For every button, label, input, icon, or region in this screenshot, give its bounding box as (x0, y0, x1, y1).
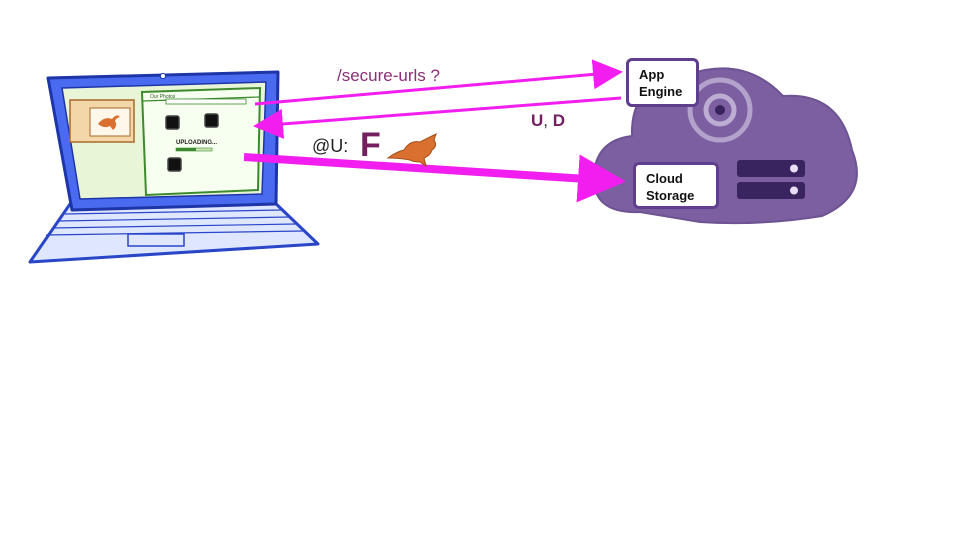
request-arrow (254, 59, 623, 106)
app-engine-label-line1: App (639, 67, 665, 82)
app-engine-label-line2: Engine (639, 84, 683, 99)
storage-server-icon (737, 160, 805, 199)
app-engine-box: App Engine (626, 58, 699, 107)
laptop-base (28, 198, 320, 264)
url-d-label: D (552, 111, 566, 130)
photo-slot-icon (204, 113, 219, 128)
laptop: Our Photos UPLOADING... (28, 70, 320, 264)
upload-label-prefix: @U: (312, 136, 349, 156)
photo-slot-icon (165, 115, 180, 130)
browser-title: Our Photos (150, 94, 176, 100)
upload-progress-fill (176, 148, 196, 151)
photo-slot-icon (167, 157, 182, 172)
cloud-storage-label-line1: Cloud (646, 171, 683, 186)
trackpad (127, 233, 185, 247)
response-label: U, D (531, 111, 565, 131)
laptop-screen: Our Photos UPLOADING... (61, 81, 267, 200)
url-u-label: U (531, 111, 544, 130)
upload-file-label: F (360, 126, 381, 164)
upload-arrow (243, 153, 626, 203)
kangaroo-file-icon (386, 133, 437, 168)
request-label: /secure-urls ? (337, 66, 440, 85)
photo-preview-window (69, 99, 135, 143)
upload-status-text: UPLOADING... (176, 140, 217, 146)
webcam-icon (159, 72, 167, 80)
browser-window: Our Photos UPLOADING... (140, 86, 262, 197)
label-separator: , (543, 111, 549, 130)
response-arrow (253, 96, 622, 139)
kangaroo-thumbnail-icon (98, 115, 120, 130)
app-engine-gear-icon (687, 77, 753, 143)
address-bar (165, 98, 247, 105)
cloud-storage-box: Cloud Storage (633, 162, 719, 209)
cloud-storage-label-line2: Storage (646, 188, 695, 203)
